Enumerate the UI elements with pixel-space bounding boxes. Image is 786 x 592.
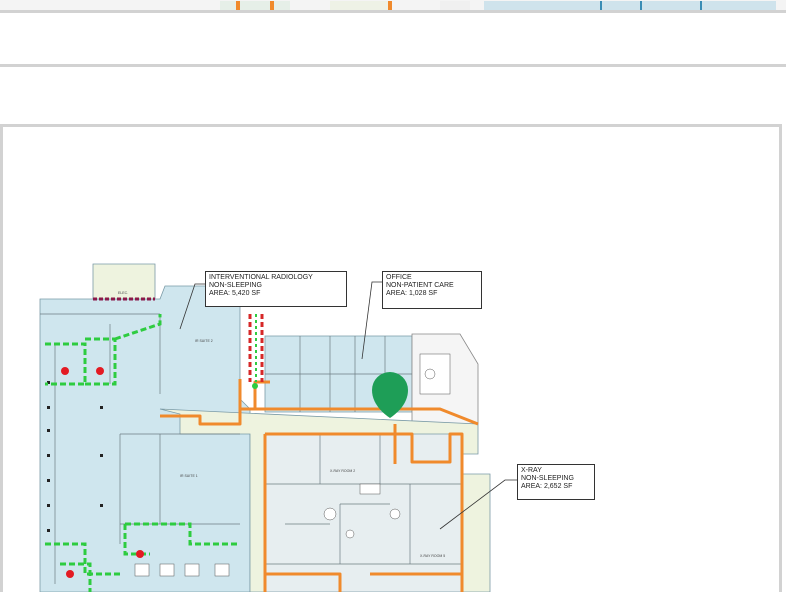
floor-plan-frame: ELEC. IR SUITE 2 IR SUITE 1 X-RAY ROOM 2… xyxy=(0,124,786,592)
callout-area: AREA: 2,652 SF xyxy=(521,483,573,490)
hazard-markers xyxy=(61,367,144,578)
callout-x-ray: X-RAY NON-SLEEPING AREA: 2,652 SF xyxy=(517,464,595,500)
room-label: X-RAY ROOM 2 xyxy=(330,469,356,473)
callout-title: OFFICE xyxy=(386,274,412,281)
previous-image-strip xyxy=(0,0,786,12)
previous-image-fragment xyxy=(220,1,776,11)
ir-zone xyxy=(39,285,251,592)
xray-zone xyxy=(264,433,463,592)
frame-border xyxy=(0,124,782,592)
room-label: IR SUITE 2 xyxy=(195,339,213,343)
room-label: IR SUITE 1 xyxy=(180,474,198,478)
green-boundaries xyxy=(45,314,240,592)
callout-subtitle: NON-SLEEPING xyxy=(521,475,574,482)
callout-title: INTERVENTIONAL RADIOLOGY xyxy=(209,274,313,281)
callout-subtitle: NON-PATIENT CARE xyxy=(386,282,454,289)
map-pin-icon[interactable] xyxy=(372,372,408,418)
room-label: ELEC. xyxy=(118,291,129,295)
callout-title: X-RAY xyxy=(521,467,542,474)
columns xyxy=(47,381,103,532)
callout-subtitle: NON-SLEEPING xyxy=(209,282,262,289)
floor-plan-drawing xyxy=(39,263,517,592)
red-boundary xyxy=(93,297,264,382)
divider-top xyxy=(0,10,786,13)
green-dot-marker xyxy=(252,383,258,389)
callout-area: AREA: 1,028 SF xyxy=(386,290,438,297)
callout-office: OFFICE NON-PATIENT CARE AREA: 1,028 SF xyxy=(382,271,482,309)
callout-interventional-radiology: INTERVENTIONAL RADIOLOGY NON-SLEEPING AR… xyxy=(205,271,347,307)
leader-lines xyxy=(179,281,517,530)
fixtures xyxy=(134,353,451,577)
divider-middle xyxy=(0,64,786,67)
callout-area: AREA: 5,420 SF xyxy=(209,290,261,297)
room-label: X-RAY ROOM 5 xyxy=(420,554,446,558)
